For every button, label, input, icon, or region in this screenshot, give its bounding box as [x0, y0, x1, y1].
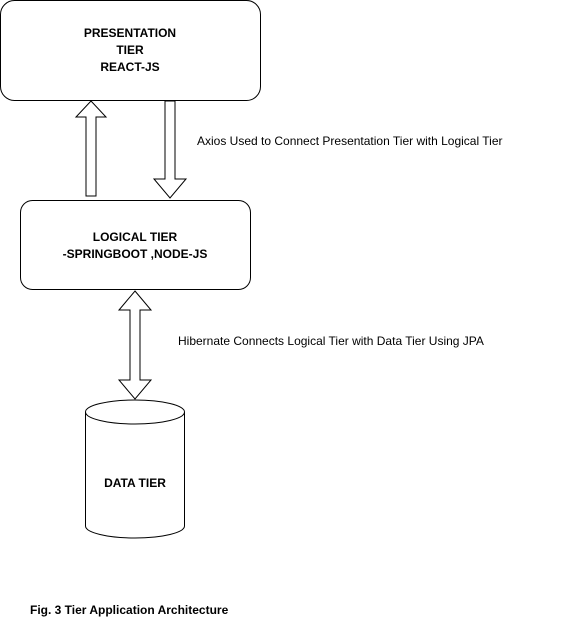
- data-tier-cylinder-top: [85, 399, 185, 425]
- presentation-tier-node: PRESENTATION TIER REACT-JS: [0, 0, 261, 101]
- presentation-tier-tech: REACT-JS: [100, 60, 159, 74]
- presentation-tier-subtitle: TIER: [116, 43, 144, 57]
- logical-tier-node: LOGICAL TIER -SPRINGBOOT ,NODE-JS: [20, 200, 251, 290]
- arrow-down-to-logical: [152, 100, 188, 199]
- presentation-tier-box: [0, 0, 261, 101]
- logical-tier-tech: -SPRINGBOOT ,NODE-JS: [63, 247, 208, 261]
- data-tier-cylinder-body: [85, 412, 185, 539]
- data-tier-node: DATA TIER: [85, 399, 185, 539]
- logical-data-connection-label: Hibernate Connects Logical Tier with Dat…: [178, 334, 484, 348]
- arrow-up-to-presentation: [74, 100, 108, 197]
- presentation-tier-title: PRESENTATION: [84, 26, 176, 40]
- arrow-bidirectional-logical-data: [117, 290, 153, 400]
- figure-caption: Fig. 3 Tier Application Architecture: [30, 603, 229, 617]
- data-tier-label: DATA TIER: [104, 476, 166, 490]
- presentation-logical-connection-label: Axios Used to Connect Presentation Tier …: [197, 134, 502, 148]
- logical-tier-box: [20, 200, 251, 290]
- logical-tier-title: LOGICAL TIER: [93, 230, 178, 244]
